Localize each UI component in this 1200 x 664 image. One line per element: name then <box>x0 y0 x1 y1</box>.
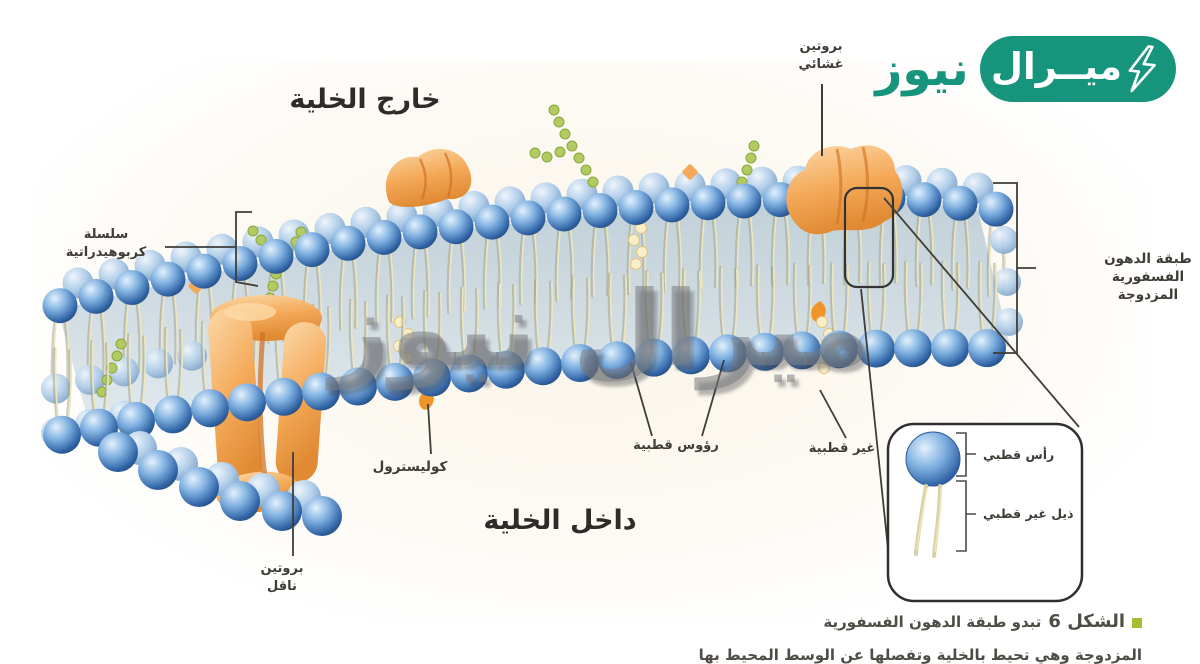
logo-brand-name: ميــرال <box>990 45 1122 88</box>
label-cholesterol: كوليسترول <box>372 459 448 475</box>
label-nonpolar: غير قطبية <box>808 441 876 456</box>
label-polar-heads: رؤوس قطبية <box>633 438 719 453</box>
label-outside-cell: خارج الخلية <box>289 84 441 115</box>
label-carbohydrate-chain: سلسلة كربوهيدراتية <box>65 227 147 260</box>
watermark-text: ميرال نيوز <box>329 268 871 390</box>
logo-pill: ميــرال <box>980 36 1176 102</box>
label-phospholipid-bilayer: طبقة الدهون الفسفورية المزدوجة <box>1104 251 1192 304</box>
logo-news-word: نيوز <box>875 42 969 97</box>
caption-figure-number: الشكل 6 <box>1048 611 1125 632</box>
site-logo[interactable]: ميــرال نيوز <box>872 30 1192 110</box>
label-transport-protein: بروتين ناقل <box>260 561 304 594</box>
lightning-bolt-icon <box>1128 45 1156 93</box>
caption-text: تبدو طبقة الدهون الفسفورية <box>823 612 1042 631</box>
label-membrane-protein: بروتين غشائي <box>798 39 844 72</box>
label-nonpolar-tail: ذيل غير قطبي <box>983 506 1074 521</box>
caption-bullet-icon <box>1132 617 1142 628</box>
figure-caption: الشكل 6 تبدو طبقة الدهون الفسفورية <box>823 611 1142 632</box>
label-inside-cell: داخل الخلية <box>483 505 637 536</box>
figure-caption-line2-clipped: المزدوجة وهي تحيط بالخلية وتفصلها عن الو… <box>698 646 1142 664</box>
label-polar-head: رأس قطبي <box>983 447 1055 462</box>
